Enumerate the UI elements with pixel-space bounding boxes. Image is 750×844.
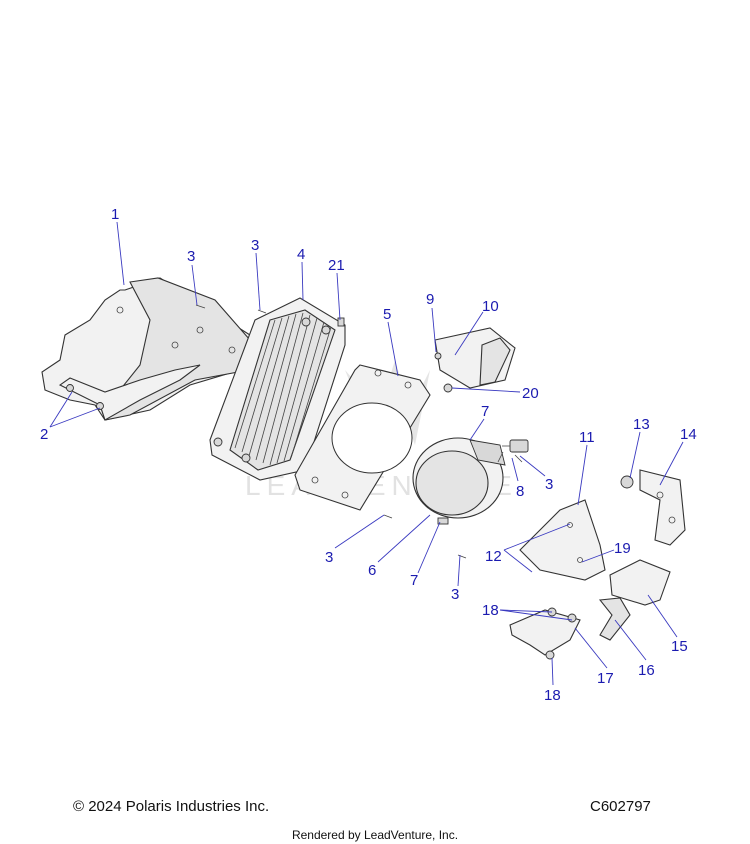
callout-10: 10 — [482, 298, 499, 315]
callout-14: 14 — [680, 426, 697, 443]
copyright-text: © 2024 Polaris Industries Inc. — [73, 798, 270, 815]
callout-21: 21 — [328, 257, 345, 274]
callouts: 1 2 3 3 4 21 5 9 10 20 7 8 3 11 13 14 3 … — [40, 206, 697, 704]
callout-8: 8 — [516, 483, 524, 500]
callout-7: 7 — [410, 572, 418, 589]
fasteners — [195, 304, 523, 559]
callout-3: 3 — [251, 237, 259, 254]
callout-11: 11 — [579, 429, 595, 446]
part-6-fan — [412, 437, 506, 525]
callout-3: 3 — [451, 586, 459, 603]
callout-9: 9 — [426, 291, 434, 308]
callout-1: 1 — [111, 206, 119, 223]
callout-16: 16 — [638, 662, 655, 679]
part-11-deflector — [519, 499, 606, 581]
callout-6: 6 — [368, 562, 376, 579]
part-5-fan-shroud — [294, 364, 431, 511]
part-16-bracket — [598, 597, 631, 641]
leader-lines — [49, 221, 684, 686]
part-15-panel — [609, 559, 671, 606]
callout-20: 20 — [522, 385, 539, 402]
callout-18: 18 — [482, 602, 499, 619]
callout-7: 7 — [481, 403, 489, 420]
rendered-by-text: Rendered by LeadVenture, Inc. — [291, 828, 459, 842]
part-8-connector — [497, 439, 529, 463]
callout-4: 4 — [297, 246, 305, 263]
callout-13: 13 — [633, 416, 650, 433]
callout-12: 12 — [485, 548, 502, 565]
callout-19: 19 — [614, 540, 631, 557]
part-13-clip — [620, 475, 634, 489]
part-17-bracket — [509, 607, 581, 660]
part-14-mount — [639, 469, 686, 546]
callout-3: 3 — [325, 549, 333, 566]
callout-3: 3 — [187, 248, 195, 265]
part-10-bracket — [434, 327, 516, 393]
callout-17: 17 — [597, 670, 614, 687]
diagram-code: C602797 — [590, 798, 651, 815]
callout-15: 15 — [671, 638, 688, 655]
callout-5: 5 — [383, 306, 391, 323]
part-1-shroud — [41, 277, 251, 421]
callout-18: 18 — [544, 687, 561, 704]
callout-3: 3 — [545, 476, 553, 493]
callout-2: 2 — [40, 426, 48, 443]
